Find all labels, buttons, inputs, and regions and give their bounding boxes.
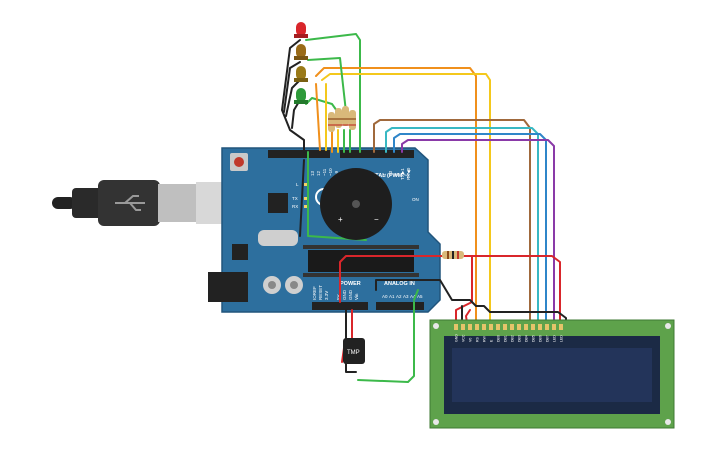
- lcd-pin: [524, 324, 528, 330]
- usb-cable: [52, 180, 226, 226]
- pin-label: 13: [310, 170, 315, 176]
- pin-label: A3: [403, 294, 409, 299]
- pin-label: A2: [396, 294, 402, 299]
- pin-label: 3.3V: [324, 291, 329, 300]
- pin-label: 2: [394, 173, 399, 176]
- led-green: [294, 88, 308, 104]
- pin-label: 4: [382, 173, 387, 176]
- onboard-leds: [304, 183, 309, 208]
- pin-label: AREF: [291, 133, 296, 145]
- lcd-pin: [503, 324, 507, 330]
- piezo-buzzer: + −: [320, 168, 392, 240]
- led-yellow: [294, 44, 308, 60]
- pin-label: A1: [389, 294, 395, 299]
- svg-text:+: +: [338, 215, 343, 224]
- lcd-screen: [452, 348, 652, 402]
- lcd-pin: [538, 324, 542, 330]
- lcd-pin-label: DB6: [539, 335, 543, 342]
- lcd-pin: [468, 324, 472, 330]
- lcd-pin-label: VCC: [462, 334, 466, 342]
- lcd-pin-label: RW: [483, 336, 487, 342]
- leds: [294, 22, 308, 104]
- sensor-label: TMP: [347, 350, 360, 356]
- lcd-pin-label: DB4: [525, 335, 529, 342]
- lcd-pin: [545, 324, 549, 330]
- pin-label: ~9: [334, 170, 339, 176]
- led-red: [294, 22, 308, 38]
- pin-label: TX▶1: [400, 168, 405, 180]
- pin-label: A5: [417, 294, 423, 299]
- lcd-pin: [482, 324, 486, 330]
- led-label: TX: [292, 196, 298, 201]
- lcd-pin: [475, 324, 479, 330]
- temperature-sensor: TMP: [343, 338, 365, 364]
- pin-label: A0: [382, 294, 388, 299]
- pin-label: ~10: [328, 168, 333, 176]
- lcd-pin: [559, 324, 563, 330]
- lcd-pin-label: DB1: [504, 335, 508, 342]
- lcd-pin-label: DB5: [532, 335, 536, 342]
- pin-label: ~3: [388, 170, 393, 176]
- pin-label: GND: [298, 134, 303, 145]
- pin-label: RESET: [318, 285, 323, 300]
- lcd-pin: [517, 324, 521, 330]
- power-jack: [208, 272, 248, 302]
- lcd-pin-label: V0: [469, 338, 473, 342]
- pin-label: A4: [410, 294, 416, 299]
- pin-label: 5V: [336, 294, 341, 300]
- digital-label: DIGITAL (PWM ~): [364, 173, 409, 179]
- lcd-pin: [510, 324, 514, 330]
- atmega-chip: [308, 250, 414, 272]
- lcd-pin: [461, 324, 465, 330]
- usb-icon: [115, 195, 145, 211]
- pin-label: IOREF: [312, 286, 317, 300]
- lcd-pin-label: DB7: [546, 335, 550, 342]
- lcd-pin-label: LED: [560, 335, 564, 342]
- pin-label: RX◀0: [406, 167, 411, 180]
- lcd-pin-label: DB3: [518, 335, 522, 342]
- lcd-pin: [552, 324, 556, 330]
- lcd-pin: [454, 324, 458, 330]
- pin-label: GND: [342, 289, 347, 300]
- lcd-pin: [489, 324, 493, 330]
- pin-label: 12: [316, 170, 321, 176]
- led-yellow-2: [294, 66, 308, 82]
- led-label: RX: [292, 204, 298, 209]
- resistors: [328, 106, 356, 132]
- on-label: ON: [412, 197, 419, 202]
- pin-label: Vin: [354, 293, 359, 300]
- analog-label: ANALOG IN: [384, 281, 415, 287]
- power-label: POWER: [340, 281, 361, 287]
- lcd-pin-label: LED: [553, 335, 557, 342]
- led-label: L: [296, 182, 299, 187]
- lcd-pin-label: DB2: [511, 335, 515, 342]
- lcd-pin: [496, 324, 500, 330]
- pin-label: ~11: [322, 168, 327, 176]
- resistor-horizontal: [442, 251, 464, 259]
- lcd-pin-label: DB0: [497, 335, 501, 342]
- lcd-pin-label: GND: [455, 334, 459, 342]
- lcd-pin-label: E: [490, 339, 494, 342]
- pin-label: GND: [348, 289, 353, 300]
- lcd-pin-label: RS: [476, 336, 480, 342]
- svg-text:−: −: [374, 215, 379, 224]
- lcd-pin: [531, 324, 535, 330]
